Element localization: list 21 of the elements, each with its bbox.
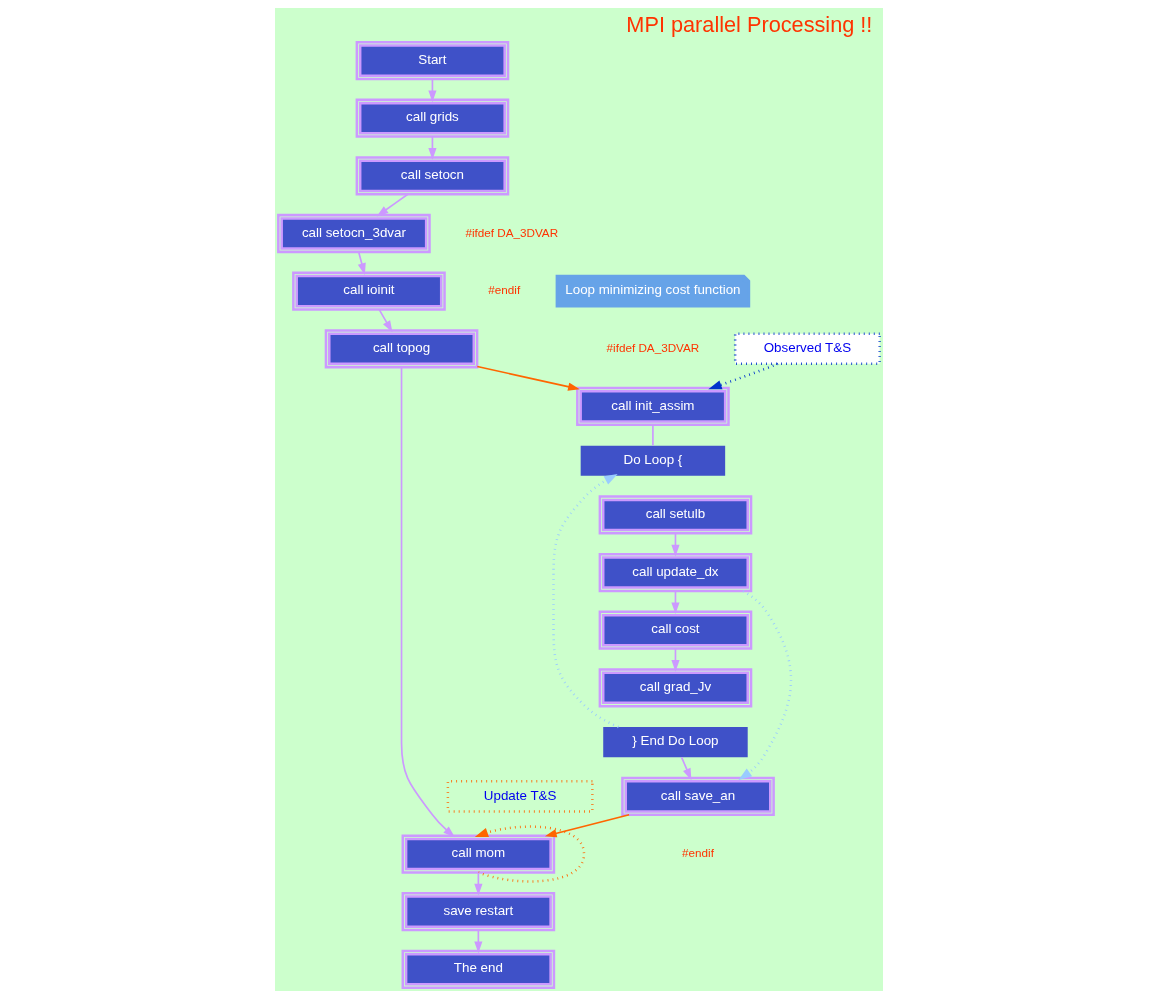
node-box: Observed T&S	[733, 332, 881, 366]
arrow	[708, 362, 779, 390]
label: #ifdef DA_3DVAR	[465, 225, 559, 239]
node-box: Update T&S	[446, 780, 594, 813]
arrow	[357, 251, 366, 275]
label: #endif	[682, 846, 714, 860]
node-box: } End Do Loop	[603, 727, 748, 758]
diagram-title: MPI parallel Processing !!	[626, 12, 873, 38]
arrow	[552, 473, 619, 729]
arrow	[376, 193, 409, 217]
arrow	[680, 756, 692, 781]
label: #ifdef DA_3DVAR	[606, 340, 700, 354]
arrow	[378, 308, 393, 333]
node-box: Do Loop {	[580, 445, 726, 476]
arrow	[474, 825, 586, 883]
arrow	[400, 366, 455, 838]
arrow	[476, 365, 580, 391]
arrow	[544, 813, 630, 838]
connector	[652, 424, 654, 447]
label: #endif	[488, 283, 521, 297]
arrow	[738, 589, 793, 781]
